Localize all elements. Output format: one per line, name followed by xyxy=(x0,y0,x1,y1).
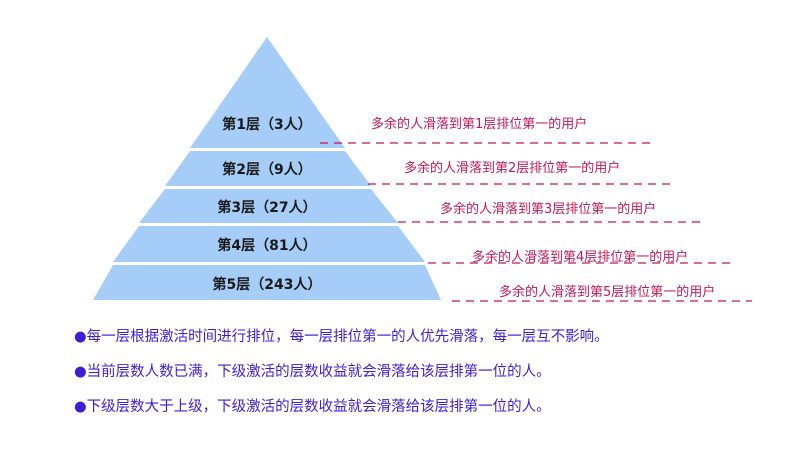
notes-list: ●每一层根据激活时间进行排位，每一层排位第一的人优先滑落，每一层互不影响。 ●当… xyxy=(74,329,609,434)
layer-label-2: 第2层（9人） xyxy=(222,161,311,178)
bullet-dot-icon: ● xyxy=(74,399,87,415)
layer-label-5: 第5层（243人） xyxy=(213,276,322,293)
overflow-label-3: 多余的人滑落到第3层排位第一的用户 xyxy=(440,201,656,217)
note-text-1: 每一层根据激活时间进行排位，每一层排位第一的人优先滑落，每一层互不影响。 xyxy=(86,329,609,345)
bullet-dot-icon: ● xyxy=(74,364,87,380)
overflow-label-4: 多余的人滑落到第4层排位第一的用户 xyxy=(472,249,688,265)
note-item-1: ●每一层根据激活时间进行排位，每一层排位第一的人优先滑落，每一层互不影响。 xyxy=(74,329,609,345)
layer-label-1: 第1层（3人） xyxy=(222,116,311,133)
pyramid-layer-3 xyxy=(139,189,398,223)
layer-label-3: 第3层（27人） xyxy=(217,199,316,216)
overflow-label-5: 多余的人滑落到第5层排位第一的用户 xyxy=(499,284,715,300)
note-item-3: ●下级层数大于上级，下级激活的层数收益就会滑落给该层排第一位的人。 xyxy=(74,399,609,415)
note-text-3: 下级层数大于上级，下级激活的层数收益就会滑落给该层排第一位的人。 xyxy=(86,399,551,415)
pyramid-layer-1 xyxy=(190,37,345,148)
overflow-label-2: 多余的人滑落到第2层排位第一的用户 xyxy=(404,160,620,176)
note-item-2: ●当前层数人数已满，下级激活的层数收益就会滑落给该层排第一位的人。 xyxy=(74,364,609,380)
pyramid-layer-4 xyxy=(113,226,425,262)
note-text-2: 当前层数人数已满，下级激活的层数收益就会滑落给该层排第一位的人。 xyxy=(86,364,551,380)
pyramid-layer-5 xyxy=(93,265,441,300)
overflow-label-1: 多余的人滑落到第1层排位第一的用户 xyxy=(371,116,587,132)
pyramid-layer-2 xyxy=(165,151,371,186)
bullet-dot-icon: ● xyxy=(74,329,87,345)
layer-label-4: 第4层（81人） xyxy=(217,237,316,254)
